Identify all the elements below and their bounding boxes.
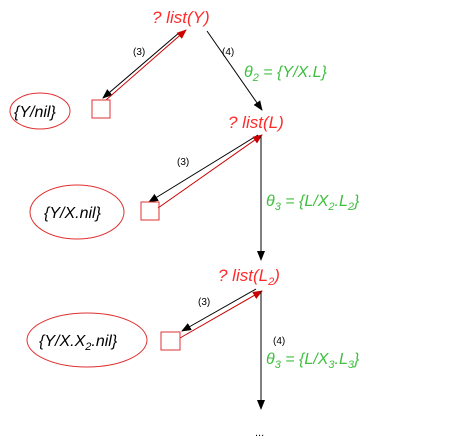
goal-node-2: ? list(L)	[228, 113, 284, 132]
fail-arrow-3	[181, 288, 257, 332]
rule-label-1a: (3)	[133, 47, 145, 58]
solution-ellipse-3	[26, 312, 148, 368]
solution-ellipse-2	[29, 184, 125, 240]
theta-label-3: θ3 = {L/X3.L3}	[266, 351, 360, 371]
solution-ellipse-1	[9, 92, 71, 130]
step-arrow-1	[206, 30, 263, 111]
fail-arrow-2	[148, 134, 259, 203]
solution-label-2: {Y/X.nil}	[44, 205, 102, 222]
goal-node-1: ? list(Y)	[152, 8, 210, 27]
return-arrow-2	[157, 134, 263, 209]
theta-label-2: θ3 = {L/X2.L2}	[266, 193, 360, 213]
solution-label-1: {Y/nil}	[14, 104, 56, 121]
leaf-box-3	[160, 331, 181, 351]
continuation-ellipsis: ...	[255, 427, 264, 439]
rule-label-3b: (4)	[273, 336, 285, 347]
return-arrow-3	[179, 290, 263, 339]
leaf-box-2	[140, 201, 160, 221]
rule-label-1b: (4)	[222, 47, 234, 58]
leaf-box-1	[91, 99, 111, 119]
rule-label-3a: (3)	[198, 297, 210, 308]
return-arrow-1	[105, 29, 187, 101]
rule-label-2a: (3)	[177, 157, 189, 168]
goal-node-3: ? list(L2)	[218, 266, 280, 288]
theta-label-1: θ2 = {Y/X.L}	[244, 64, 328, 84]
solution-label-3: {Y/X.X2.nil}	[39, 333, 118, 353]
fail-arrow-1	[102, 31, 181, 99]
